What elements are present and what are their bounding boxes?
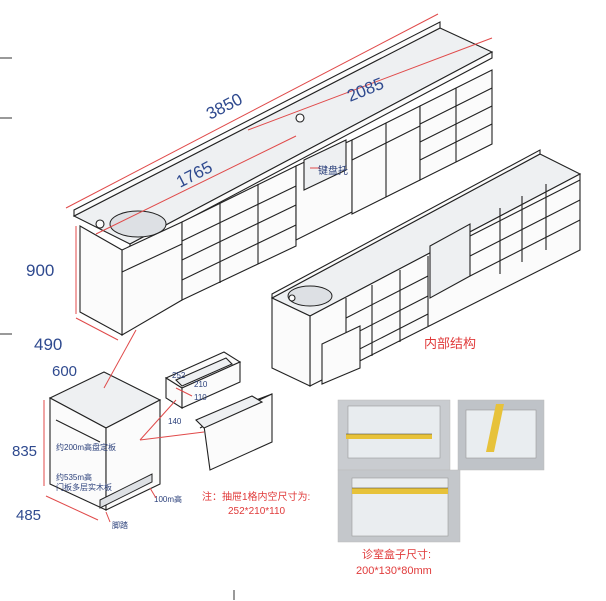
label-keyboard-tray: 键盘托 (318, 164, 348, 177)
drawer-detail (164, 351, 273, 471)
label-door-board-line2: 门板多层实木板 (56, 482, 112, 492)
single-cabinet-unit (48, 371, 162, 511)
dim-total-length: 3850 (203, 89, 245, 123)
dim-height: 900 (26, 261, 54, 280)
main-cabinet (72, 21, 494, 336)
note-line2: 252*210*110 (228, 506, 286, 517)
dim-drawer-depth: 210 (194, 380, 208, 389)
dim-drawer-gap: 140 (168, 417, 182, 426)
dim-drawer-width: 252 (172, 371, 186, 380)
label-layer-board: 约200m高盘定板 (56, 442, 116, 452)
dim-unit-height: 835 (12, 443, 37, 460)
main-dimension-lines (65, 13, 493, 341)
label-internal-structure: 内部结构 (424, 336, 476, 351)
dim-depth: 490 (34, 335, 62, 354)
dim-drawer-height: 110 (194, 393, 207, 402)
note-line1: 注：抽屉1格内空尺寸为: (202, 490, 310, 503)
photo-box-2 (457, 399, 545, 471)
photo-box-1 (337, 399, 451, 471)
label-toe-kick: 100m高 (154, 494, 182, 504)
dim-unit-depth: 485 (16, 507, 41, 524)
faucet-hole (95, 219, 105, 229)
box-size-line2: 200*130*80mm (356, 565, 432, 577)
label-door-board-line1: 约535m高 (56, 472, 92, 482)
sink (109, 210, 167, 238)
faucet-hole (295, 113, 305, 123)
internal-structure-cabinet (270, 149, 582, 387)
label-foot: 脚踏 (112, 520, 128, 530)
photo-box-3 (337, 469, 461, 543)
box-size-line1: 诊室盒子尺寸: (362, 547, 431, 561)
dim-unit-width: 600 (52, 363, 77, 380)
